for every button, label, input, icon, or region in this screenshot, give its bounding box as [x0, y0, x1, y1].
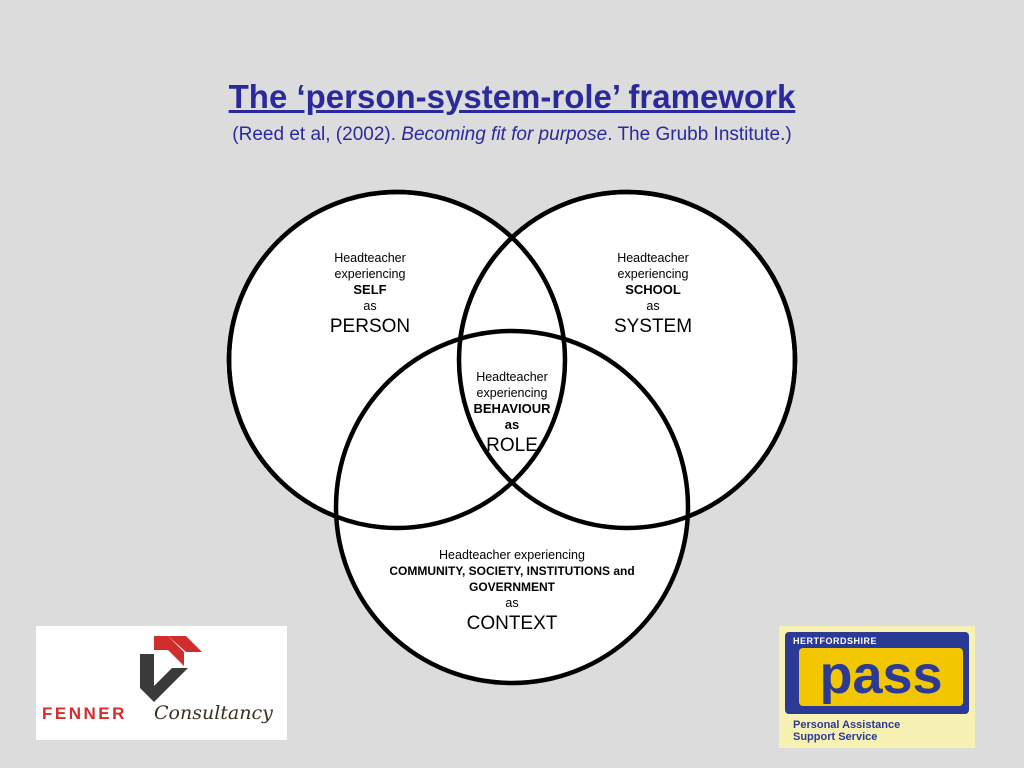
pass-wordmark: pass [799, 648, 963, 706]
subtitle-book-title: Becoming fit for purpose [401, 124, 608, 145]
fenner-chevron-icon [140, 636, 202, 702]
circle-system-outline [456, 189, 798, 531]
circle-context [333, 328, 691, 686]
label-self: Headteacher experiencing SELF as PERSON [329, 251, 411, 337]
page-subtitle: (Reed et al, (2002). Becoming fit for pu… [0, 124, 1024, 146]
label-role: Headteacher experiencing BEHAVIOUR as RO… [473, 370, 551, 456]
label-context: Headteacher experiencing COMMUNITY, SOCI… [389, 548, 635, 634]
fenner-consultancy-logo: FENNER Consultancy [36, 626, 287, 740]
pass-subtitle: Personal Assistance Support Service [793, 719, 901, 743]
page-title: The ‘person-system-role’ framework [228, 78, 796, 115]
fenner-wordmark: FENNER [42, 704, 127, 723]
circle-person-outline [226, 189, 568, 531]
hertfordshire-pass-logo: HERTFORDSHIRE pass Personal Assistance S… [779, 626, 975, 748]
subtitle-text: (Reed et al, (2002). [232, 124, 402, 145]
pass-logo-box: HERTFORDSHIRE pass [785, 632, 969, 714]
subtitle-publisher: . The Grubb Institute.) [607, 124, 792, 145]
label-school: Headteacher experiencing SCHOOL as SYSTE… [613, 251, 693, 337]
consultancy-script: Consultancy [154, 702, 273, 724]
pass-region: HERTFORDSHIRE [793, 636, 878, 646]
